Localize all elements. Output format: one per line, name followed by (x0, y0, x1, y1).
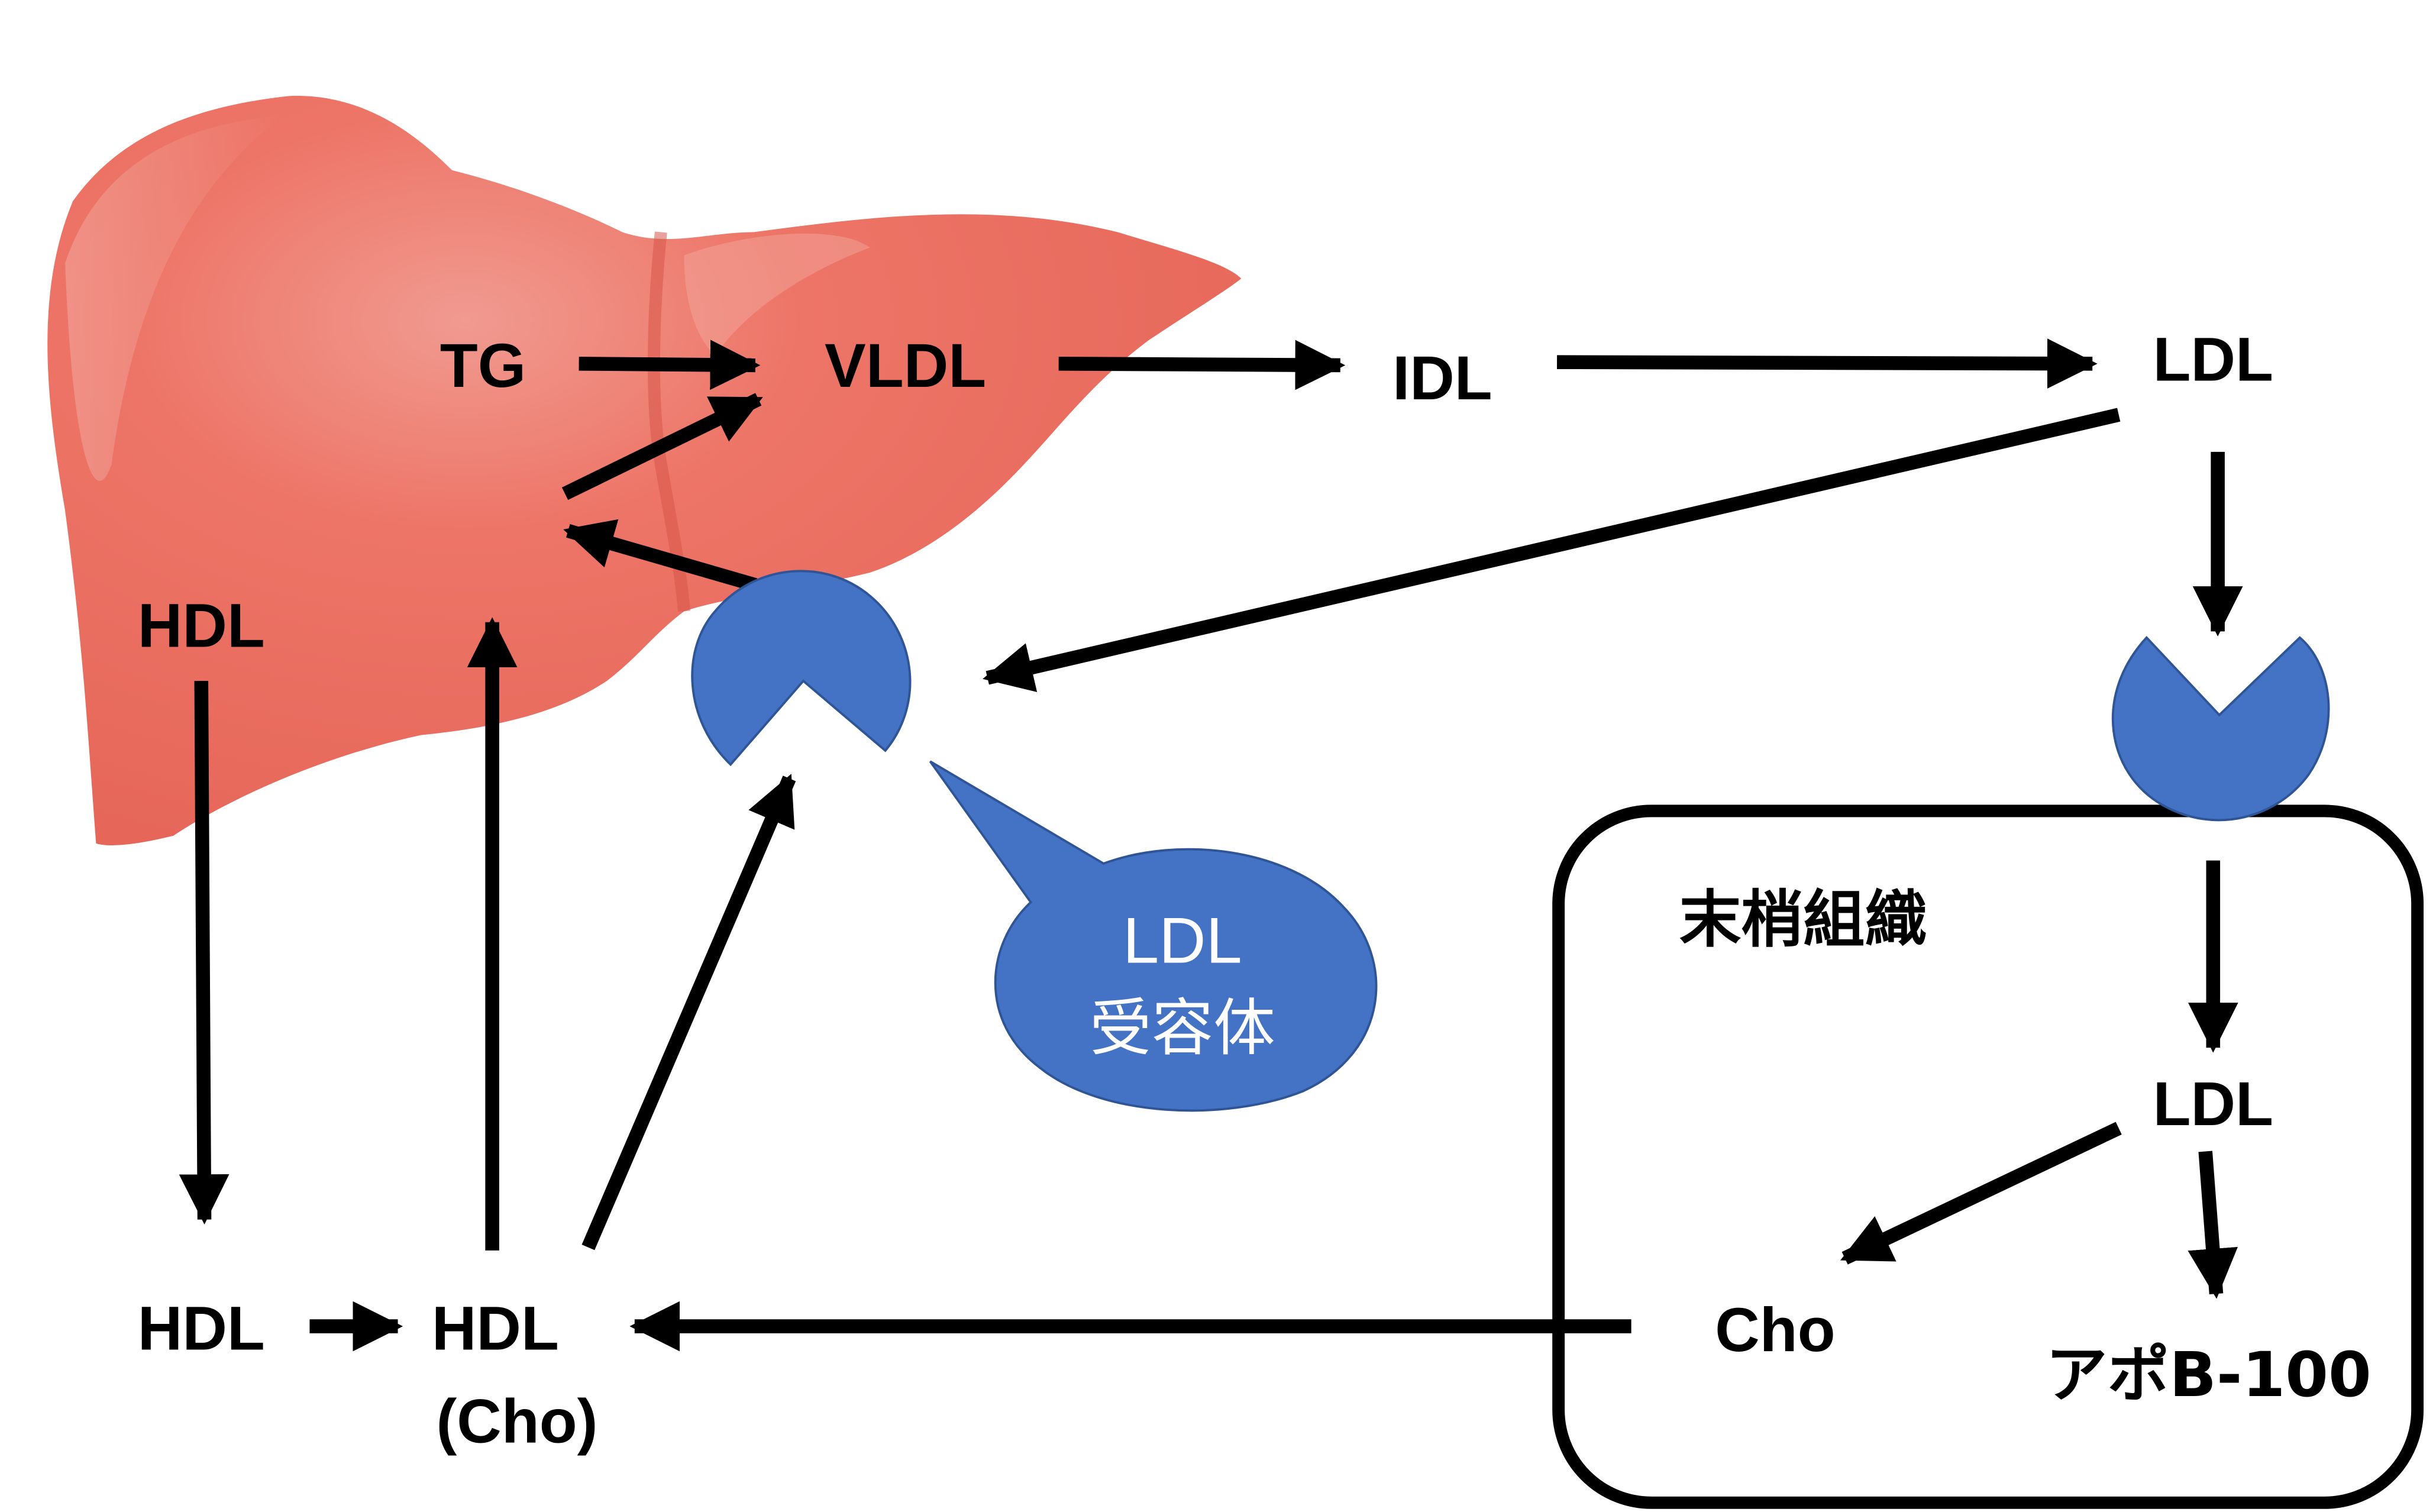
liver-highlight-right (684, 233, 870, 356)
ldl-receptor-callout (929, 760, 1378, 1112)
ldl-receptor-liver-icon (691, 570, 912, 767)
arrows (179, 338, 2243, 1352)
arrow-receptor-to-liver (563, 519, 758, 592)
arrow-hdl-cho-to-receptor (581, 774, 796, 1251)
label-hdl-cho-1: HDL (432, 1294, 559, 1363)
arrow-idl-to-ldl (1557, 338, 2098, 389)
arrow-tg-to-vldl (579, 340, 761, 390)
arrow-ldl-to-apob (2188, 1151, 2238, 1299)
label-tg: TG (440, 331, 526, 400)
arrow-ldl-to-cho (1840, 1122, 2122, 1265)
label-apob100: アポB-100 (2046, 1339, 2371, 1411)
label-hdl-cho-2: (Cho) (436, 1387, 597, 1456)
liver-shape (47, 95, 1242, 845)
arrow-hdl-down (179, 681, 230, 1225)
liver-illustration (47, 95, 1242, 845)
arrow-ldl-to-liver-receptor (983, 408, 2121, 692)
label-hdl-bottom: HDL (138, 1294, 265, 1363)
arrow-liver-to-vldl (561, 393, 763, 500)
label-ldl-top: LDL (2153, 325, 2273, 395)
label-peripheral-title: 末梢組織 (1679, 884, 1927, 956)
label-idl: IDL (1392, 344, 1492, 413)
label-ldl-peripheral: LDL (2153, 1070, 2273, 1139)
peripheral-tissue-box (1552, 805, 2424, 1509)
label-cho: Cho (1715, 1295, 1835, 1365)
label-hdl-liver: HDL (138, 592, 265, 661)
callout-line2: 受容体 (1090, 992, 1275, 1064)
label-vldl: VLDL (825, 331, 986, 400)
ldl-receptor-peripheral-icon (2111, 635, 2330, 822)
callout-line1: LDL (1123, 904, 1242, 977)
liver-highlight-left (65, 116, 282, 481)
arrow-vldl-to-idl (1058, 340, 1346, 390)
